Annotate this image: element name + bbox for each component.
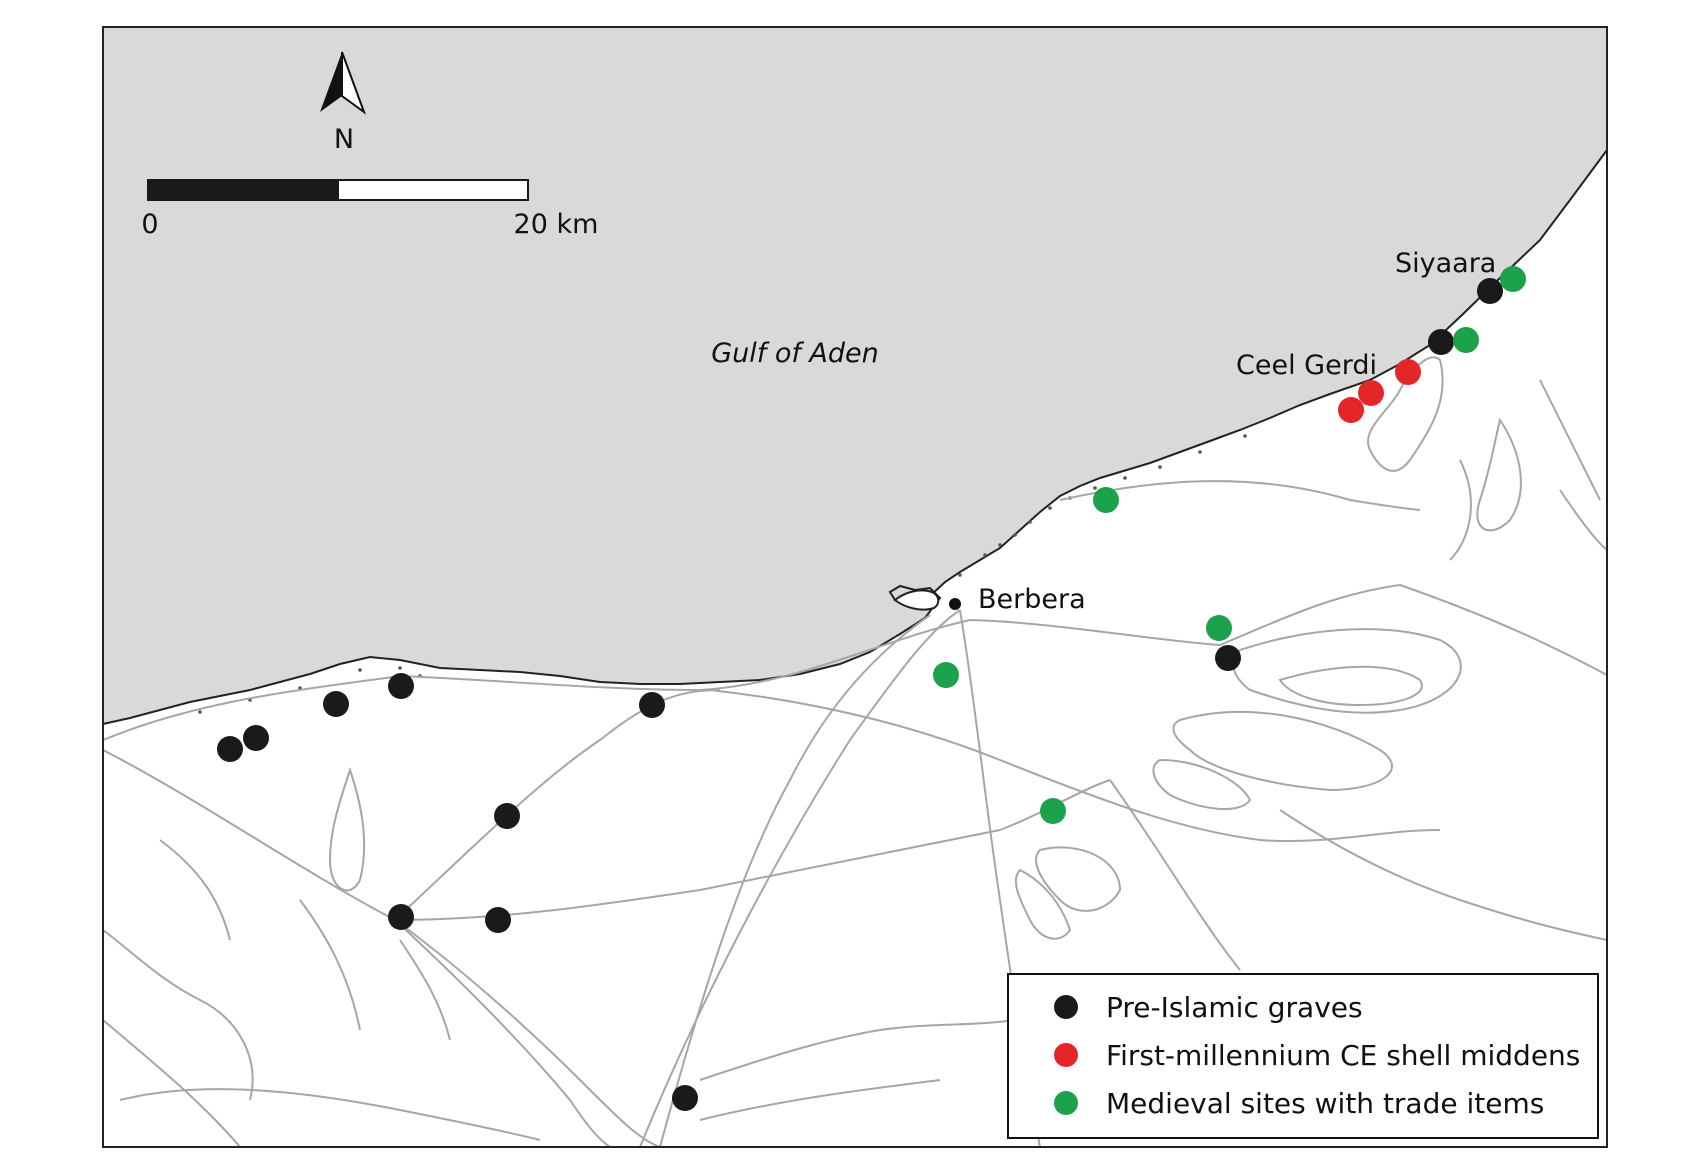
site-marker [1395, 359, 1421, 385]
scale-end-label: 20 km [514, 209, 599, 240]
legend-box [1007, 973, 1599, 1139]
legend-label-medieval: Medieval sites with trade items [1106, 1087, 1544, 1120]
sea-label: Gulf of Aden [711, 338, 879, 369]
site-marker [1093, 487, 1119, 513]
site-marker [485, 907, 511, 933]
map-border [102, 26, 1608, 1148]
site-marker [933, 662, 959, 688]
site-marker [1040, 798, 1066, 824]
legend-label-shell-middens: First-millennium CE shell middens [1106, 1039, 1580, 1072]
site-marker [1215, 645, 1241, 671]
legend-swatch-medieval [1054, 1091, 1078, 1115]
pre-islamic-graves [217, 278, 1503, 1111]
place-label-siyaara: Siyaara [1395, 248, 1496, 279]
site-marker [243, 725, 269, 751]
scale-start-label: 0 [141, 209, 158, 240]
site-marker [1206, 615, 1232, 641]
legend-label-pre-islamic: Pre-Islamic graves [1106, 991, 1363, 1024]
legend-swatch-pre-islamic [1054, 995, 1078, 1019]
site-marker [388, 673, 414, 699]
site-marker [1428, 329, 1454, 355]
site-marker [494, 803, 520, 829]
site-marker [639, 692, 665, 718]
north-arrow-icon [320, 52, 342, 112]
terrain-contours [102, 356, 1608, 1148]
site-marker [1477, 278, 1503, 304]
scale-bar: 0 20 km [141, 179, 599, 240]
berbera-town-marker [949, 598, 961, 610]
berbera-spit [893, 589, 940, 611]
site-marker [1500, 266, 1526, 292]
site-marker [323, 691, 349, 717]
place-label-berbera: Berbera [978, 584, 1086, 615]
legend: Pre-Islamic graves First-millennium CE s… [1007, 973, 1599, 1139]
north-arrow: N [320, 51, 367, 155]
sea-area [102, 26, 1608, 726]
site-marker [672, 1085, 698, 1111]
medieval-sites [933, 266, 1526, 824]
place-label-ceel-gerdi: Ceel Gerdi [1236, 350, 1377, 381]
legend-swatch-shell-middens [1054, 1043, 1078, 1067]
site-marker [1453, 327, 1479, 353]
site-marker [388, 904, 414, 930]
north-label: N [334, 124, 354, 155]
site-marker [217, 736, 243, 762]
shell-middens [1338, 359, 1421, 423]
site-marker [1338, 397, 1364, 423]
site-marker [1358, 380, 1384, 406]
